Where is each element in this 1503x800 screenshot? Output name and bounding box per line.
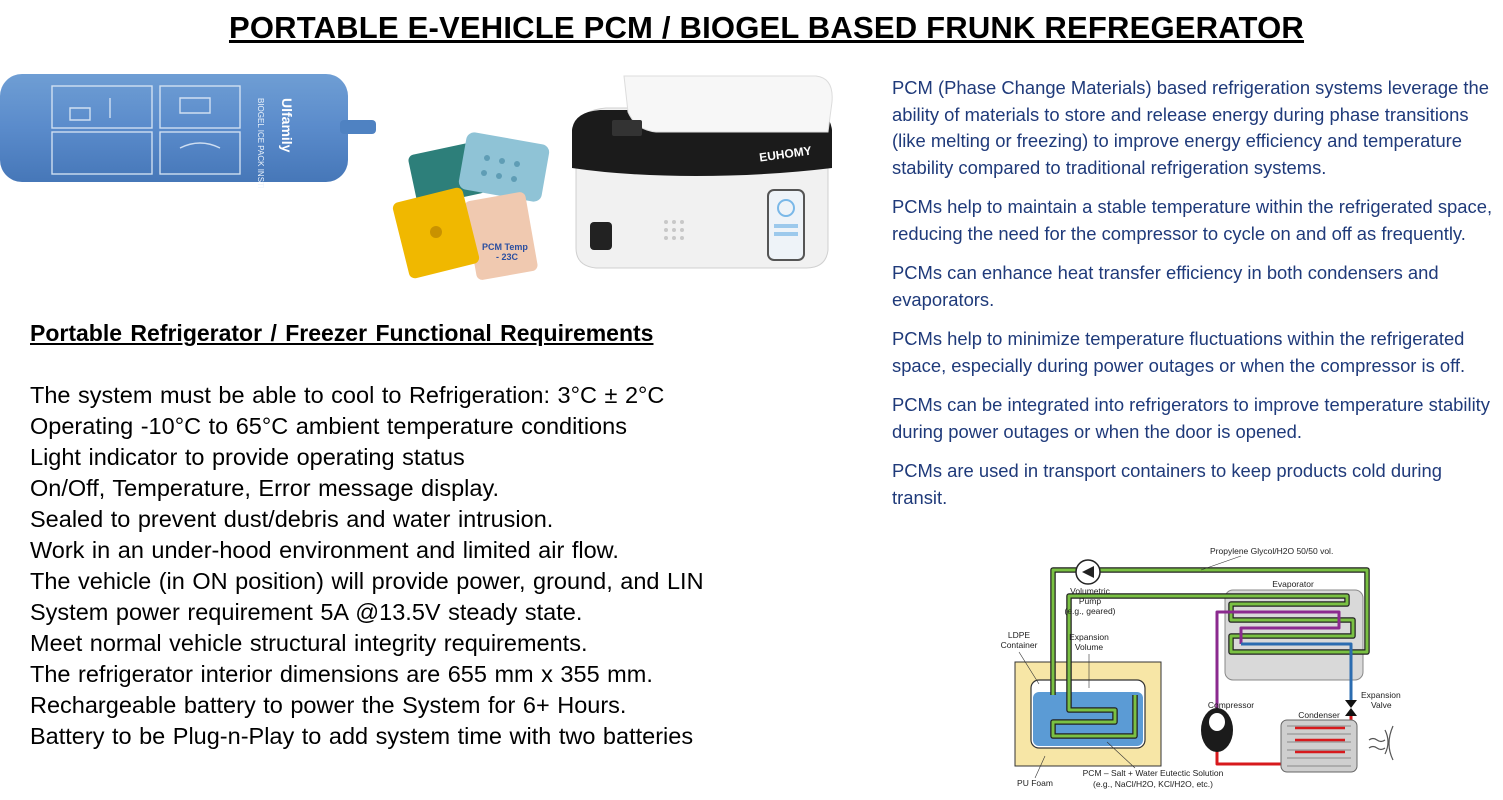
pcm-point: PCMs can be integrated into refrigerator…	[892, 394, 1490, 442]
label-ldpe-1: LDPE	[1008, 630, 1031, 640]
page-title: PORTABLE E-VEHICLE PCM / BIOGEL BASED FR…	[228, 10, 1305, 45]
requirement-item: Meet normal vehicle structural integrity…	[30, 630, 588, 656]
requirement-item: System power requirement 5A @13.5V stead…	[30, 599, 583, 625]
label-ldpe-2: Container	[1001, 640, 1038, 650]
expansion-valve-shape	[1345, 700, 1357, 716]
pcm-ice-packs-image: PCM Temp - 23C	[392, 132, 550, 280]
requirement-item: Light indicator to provide operating sta…	[30, 444, 465, 470]
label-pump-3: (e.g., geared)	[1064, 606, 1115, 616]
requirement-item: The vehicle (in ON position) will provid…	[30, 568, 704, 594]
biogel-ice-pack-image: BIOGEL ICE PACK INSTRUCTIONS Ulfamily	[0, 74, 376, 188]
pcm-point: PCMs help to maintain a stable temperatu…	[892, 196, 1493, 244]
label-evaporator: Evaporator	[1272, 579, 1314, 589]
portable-fridge-image: EUHOMY	[572, 75, 833, 269]
label-condenser: Condenser	[1298, 710, 1340, 720]
requirement-item: On/Off, Temperature, Error message displ…	[30, 475, 499, 501]
label-compressor: Compressor	[1208, 700, 1254, 710]
pcm-benefits-column: PCM (Phase Change Materials) based refri…	[892, 75, 1497, 524]
label-pcm-solution-2: (e.g., NaCl/H2O, KCl/H2O, etc.)	[1093, 779, 1213, 789]
pack-label-line2: - 23C	[496, 252, 519, 262]
requirement-item: Sealed to prevent dust/debris and water …	[30, 506, 554, 532]
fan-icon	[1368, 725, 1394, 761]
label-expansion-valve-2: Valve	[1371, 700, 1392, 710]
requirements-heading: Portable Refrigerator / Freezer Function…	[30, 320, 654, 346]
requirement-item: Battery to be Plug-n-Play to add system …	[30, 723, 694, 749]
label-pump-2: Pump	[1079, 596, 1101, 606]
requirement-item: The system must be able to cool to Refri…	[30, 382, 665, 408]
pcm-point: PCM (Phase Change Materials) based refri…	[892, 77, 1489, 178]
biogel-side-text: BIOGEL ICE PACK INSTRUCTIONS	[256, 98, 265, 188]
label-glycol: Propylene Glycol/H2O 50/50 vol.	[1210, 546, 1333, 556]
condenser-box	[1280, 719, 1358, 773]
label-pump-1: Volumetric	[1070, 586, 1110, 596]
label-pu-foam: PU Foam	[1017, 778, 1053, 788]
pcm-fill	[1033, 692, 1143, 746]
requirement-item: Rechargeable battery to power the System…	[30, 692, 627, 718]
label-expansion-valve-1: Expansion	[1361, 690, 1401, 700]
label-expansion-volume-1: Expansion	[1069, 632, 1109, 642]
requirement-item: Operating -10°C to 65°C ambient temperat…	[30, 413, 627, 439]
label-pcm-solution-1: PCM – Salt + Water Eutectic Solution	[1083, 768, 1224, 778]
pcm-point: PCMs are used in transport containers to…	[892, 460, 1442, 508]
label-expansion-volume-2: Volume	[1075, 642, 1104, 652]
pack-label-line1: PCM Temp	[482, 242, 528, 252]
requirement-item: The refrigerator interior dimensions are…	[30, 661, 653, 687]
requirement-item: Work in an under-hood environment and li…	[30, 537, 619, 563]
biogel-brand: Ulfamily	[279, 98, 295, 153]
requirements-list: The system must be able to cool to Refri…	[30, 380, 704, 752]
pcm-point: PCMs help to minimize temperature fluctu…	[892, 328, 1466, 376]
pcm-refrigeration-diagram: Propylene Glycol/H2O 50/50 vol. Volumetr…	[1001, 546, 1401, 789]
pcm-point: PCMs can enhance heat transfer efficienc…	[892, 262, 1439, 310]
